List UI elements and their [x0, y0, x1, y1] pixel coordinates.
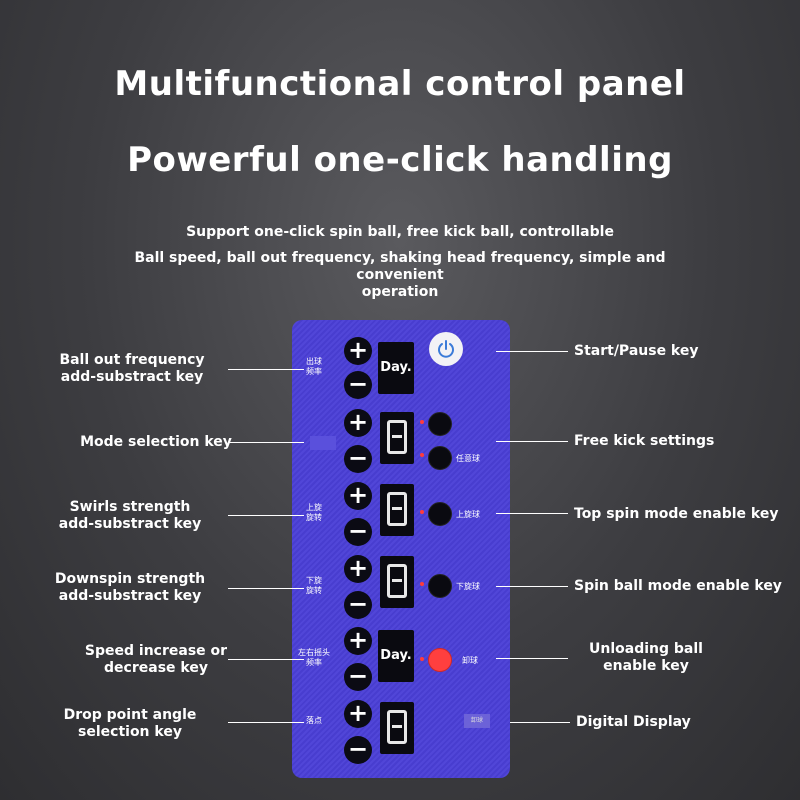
- drop-digit-display: [380, 702, 414, 754]
- speed-minus-button[interactable]: −: [344, 663, 372, 691]
- start-pause-button[interactable]: [429, 332, 463, 366]
- cn-label-drop: 落点: [306, 716, 322, 725]
- description-line-1: Support one-click spin ball, free kick b…: [186, 224, 614, 240]
- swirl-digit-display: [380, 484, 414, 536]
- cn-label-shake: 左右摇头频率: [298, 648, 330, 667]
- description-line-2b: operation: [361, 284, 439, 300]
- label-topspin: Top spin mode enable key: [574, 506, 779, 522]
- label-spinball: Spin ball mode enable key: [574, 578, 782, 594]
- label-start: Start/Pause key: [574, 343, 699, 359]
- description-line-2a: Ball speed, ball out frequency, shaking …: [134, 250, 666, 283]
- cn-label-freq: 出球频率: [306, 357, 322, 376]
- cn-label-top: 上旋旋转: [306, 503, 322, 522]
- mode-minus-button[interactable]: −: [344, 445, 372, 473]
- label-digital: Digital Display: [576, 714, 691, 730]
- panel-badge: 卸球: [464, 714, 490, 728]
- line-spinball: [496, 586, 568, 587]
- unload-button[interactable]: [428, 648, 452, 672]
- line-free: [496, 441, 568, 442]
- line-drop: [228, 722, 304, 723]
- cn-label-topball: 上旋球: [456, 510, 480, 519]
- mode-select-button[interactable]: [428, 412, 452, 436]
- unload-led: [420, 657, 424, 661]
- cn-label-unload: 卸球: [462, 656, 478, 665]
- freq-plus-button[interactable]: +: [344, 337, 372, 365]
- headline-title: Multifunctional control panel: [114, 64, 686, 104]
- line-digital: [510, 722, 570, 723]
- speed-plus-button[interactable]: +: [344, 627, 372, 655]
- cn-label-free: 任意球: [456, 454, 480, 463]
- speed-display-text: Day.: [380, 648, 412, 663]
- mode-digit-display: [380, 412, 414, 464]
- mode-led: [420, 420, 424, 424]
- label-mode: Mode selection key: [80, 434, 232, 450]
- mode-indicator: [310, 436, 336, 450]
- line-unload: [496, 658, 568, 659]
- freq-display: Day.: [378, 342, 414, 394]
- control-panel: 出球频率 + − Day. + − 任意球 上旋旋转 + − 上旋球 下旋旋转 …: [292, 320, 510, 778]
- free-kick-led: [420, 453, 424, 457]
- line-topspin: [496, 513, 568, 514]
- line-speed: [228, 659, 304, 660]
- label-free: Free kick settings: [574, 433, 715, 449]
- downspin-plus-button[interactable]: +: [344, 555, 372, 583]
- line-start: [496, 351, 568, 352]
- spinball-button[interactable]: [428, 574, 452, 598]
- headline-subtitle: Powerful one-click handling: [127, 140, 673, 180]
- cn-label-down: 下旋旋转: [306, 576, 322, 595]
- downspin-minus-button[interactable]: −: [344, 591, 372, 619]
- drop-plus-button[interactable]: +: [344, 700, 372, 728]
- free-kick-button[interactable]: [428, 446, 452, 470]
- cn-label-downball: 下旋球: [456, 582, 480, 591]
- freq-minus-button[interactable]: −: [344, 371, 372, 399]
- freq-display-text: Day.: [380, 360, 412, 375]
- mode-plus-button[interactable]: +: [344, 409, 372, 437]
- line-swirl: [228, 515, 304, 516]
- drop-minus-button[interactable]: −: [344, 736, 372, 764]
- topspin-button[interactable]: [428, 502, 452, 526]
- spinball-led: [420, 582, 424, 586]
- description-line-2: Ball speed, ball out frequency, shaking …: [100, 250, 700, 301]
- power-icon: [438, 340, 454, 358]
- line-down: [228, 588, 304, 589]
- line-mode: [228, 442, 304, 443]
- topspin-led: [420, 510, 424, 514]
- swirl-plus-button[interactable]: +: [344, 482, 372, 510]
- speed-display: Day.: [378, 630, 414, 682]
- swirl-minus-button[interactable]: −: [344, 518, 372, 546]
- downspin-digit-display: [380, 556, 414, 608]
- line-freq: [228, 369, 304, 370]
